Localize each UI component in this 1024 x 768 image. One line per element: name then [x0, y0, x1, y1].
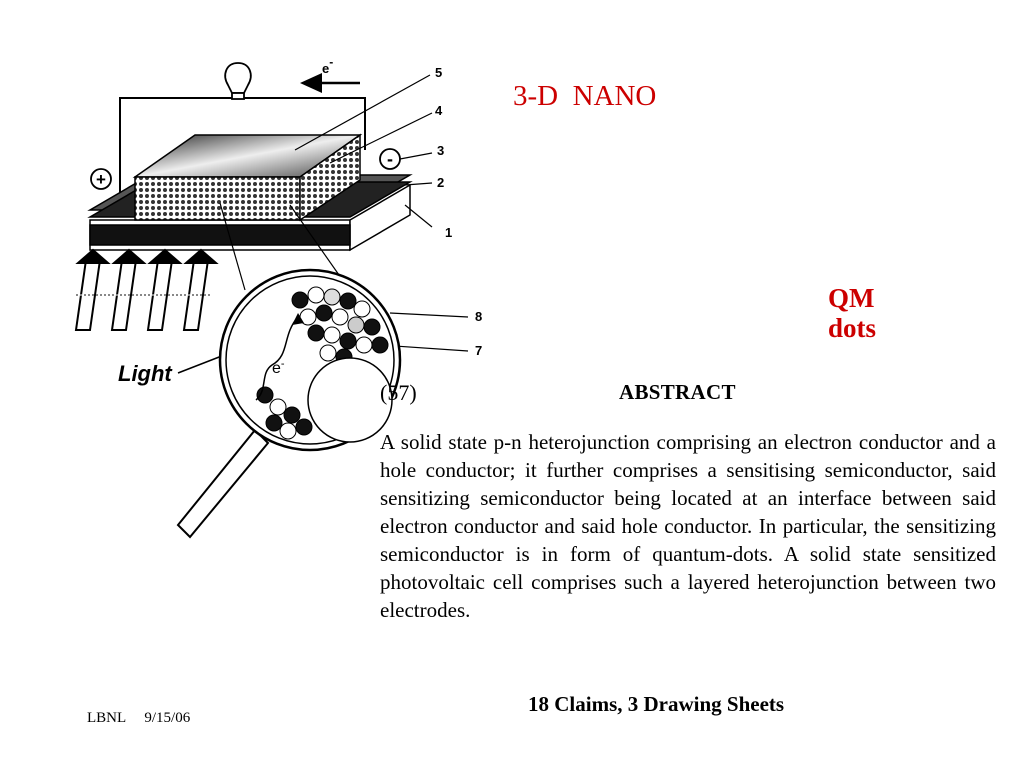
part-label-7: 7	[475, 343, 482, 358]
part-label-3: 3	[437, 143, 444, 158]
qm-dots-line2: dots	[828, 313, 877, 343]
footer-org: LBNL	[87, 710, 126, 726]
electron-label-dot: e-	[272, 358, 285, 377]
electron-flow-arrow	[300, 73, 360, 93]
svg-text:-: -	[387, 149, 393, 169]
part-label-5: 5	[435, 65, 442, 80]
part-label-4: 4	[435, 103, 443, 118]
patent-figure-solar-cell: e- + - 5 4 3 2 1 8 7	[74, 55, 482, 539]
part-label-1: 1	[445, 225, 452, 240]
abstract-body: A solid state p-n heterojunction compris…	[380, 430, 996, 622]
qm-dots-label: QM dots	[828, 283, 876, 343]
light-label: Light	[118, 361, 173, 386]
footer: LBNL 9/15/06	[87, 710, 190, 727]
part-label-8: 8	[475, 309, 482, 324]
plus-terminal-icon: +	[90, 168, 112, 190]
quantum-dot-cluster	[256, 286, 393, 443]
slide-title: 3-D NANO	[513, 80, 657, 112]
light-rays-icon	[74, 248, 219, 331]
svg-text:+: +	[96, 170, 106, 189]
minus-terminal-icon: -	[379, 148, 401, 170]
footer-date: 9/15/06	[144, 710, 191, 726]
light-bulb-icon	[224, 62, 252, 100]
qm-dots-line1: QM	[828, 283, 875, 313]
abstract-number: (57)	[380, 380, 417, 405]
abstract-heading: ABSTRACT	[619, 380, 736, 404]
part-label-2: 2	[437, 175, 444, 190]
electron-path-arrow	[292, 313, 304, 325]
electron-label-top: e-	[322, 55, 333, 76]
part-leaders	[294, 74, 469, 352]
electron-path	[255, 316, 299, 401]
claims-summary: 18 Claims, 3 Drawing Sheets	[528, 692, 785, 716]
